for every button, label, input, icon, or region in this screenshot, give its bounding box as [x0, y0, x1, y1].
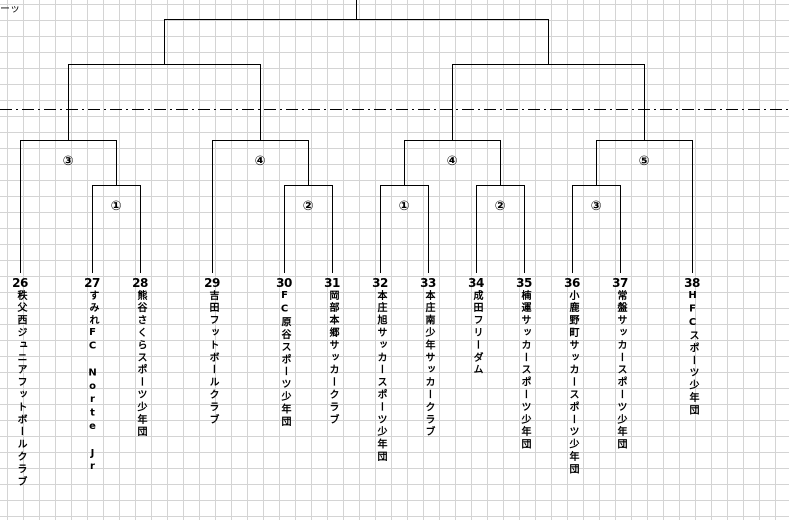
- bracket-line: [212, 140, 309, 141]
- bracket-line: [452, 64, 453, 140]
- bracket-line: [596, 140, 597, 185]
- team-number: 27: [84, 276, 100, 290]
- team-number: 29: [204, 276, 220, 290]
- round-label: ④: [446, 154, 458, 169]
- bracket-line: [644, 64, 645, 140]
- bracket-line: [476, 185, 525, 186]
- bracket-line: [92, 185, 141, 186]
- team-name: 常盤サッカースポーツ少年団: [615, 290, 626, 452]
- team-name: 成田フリーダム: [471, 290, 482, 377]
- team-number: 30: [276, 276, 292, 290]
- bracket-line: [140, 185, 141, 273]
- bracket-line: [572, 185, 621, 186]
- bracket-line: [284, 185, 333, 186]
- team-number: 38: [684, 276, 700, 290]
- bracket-line: [20, 140, 117, 141]
- round-label: ④: [254, 154, 266, 169]
- bracket-line: [380, 185, 381, 273]
- bracket-line: [596, 140, 693, 141]
- team-number: 32: [372, 276, 388, 290]
- round-label: ①: [110, 199, 122, 214]
- team-name: 秩父西ジュニアフットボールクラブ: [15, 290, 26, 489]
- bracket-line: [452, 64, 645, 65]
- round-label: ②: [494, 199, 506, 214]
- bracket-line: [476, 185, 477, 273]
- bracket-line: [548, 19, 549, 64]
- bracket-line: [332, 185, 333, 273]
- bracket-line: [92, 185, 93, 273]
- team-number: 31: [324, 276, 340, 290]
- bracket-line: [164, 19, 549, 20]
- team-name: 本庄旭サッカースポーツ少年団: [375, 290, 386, 464]
- bracket-line: [68, 64, 69, 140]
- bracket-line: [68, 64, 261, 65]
- team-number: 36: [564, 276, 580, 290]
- bracket-line: [356, 0, 357, 19]
- round-label: ③: [62, 154, 74, 169]
- bracket-line: [692, 140, 693, 273]
- team-name: 小鹿野町サッカースポーツ少年団: [567, 290, 578, 476]
- bracket-line: [428, 185, 429, 273]
- team-name: すみれFC Norte Jr: [87, 290, 98, 475]
- bracket-line: [212, 140, 213, 273]
- dash-dot-divider: [0, 109, 789, 110]
- team-number: 35: [516, 276, 532, 290]
- team-number: 33: [420, 276, 436, 290]
- corner-mark: ーッ: [0, 4, 20, 15]
- team-number: 26: [12, 276, 28, 290]
- team-number: 28: [132, 276, 148, 290]
- bracket-line: [500, 140, 501, 185]
- bracket-line: [404, 140, 405, 185]
- bracket-line: [572, 185, 573, 273]
- team-name: HFCスポーツ少年団: [687, 290, 698, 417]
- team-name: 岡部本郷サッカークラブ: [327, 290, 338, 427]
- bracket-line: [260, 64, 261, 140]
- bracket-line: [380, 185, 429, 186]
- bracket-line: [20, 140, 21, 273]
- team-number: 34: [468, 276, 484, 290]
- team-number: 37: [612, 276, 628, 290]
- bracket-line: [164, 19, 165, 64]
- team-name: 熊谷さくらスポーツ少年団: [135, 290, 146, 439]
- team-name: FC原谷スポーツ少年団: [279, 290, 290, 429]
- bracket-line: [404, 140, 501, 141]
- bracket-line: [620, 185, 621, 273]
- bracket-line: [284, 185, 285, 273]
- round-label: ②: [302, 199, 314, 214]
- round-label: ①: [398, 199, 410, 214]
- round-label: ⑤: [638, 154, 650, 169]
- bracket-line: [524, 185, 525, 273]
- round-label: ③: [590, 199, 602, 214]
- bracket-line: [116, 140, 117, 185]
- team-name: 吉田フットボールクラブ: [207, 290, 218, 427]
- team-name: 楠運サッカースポーツ少年団: [519, 290, 530, 452]
- team-name: 本庄南少年サッカークラブ: [423, 290, 434, 439]
- bracket-line: [308, 140, 309, 185]
